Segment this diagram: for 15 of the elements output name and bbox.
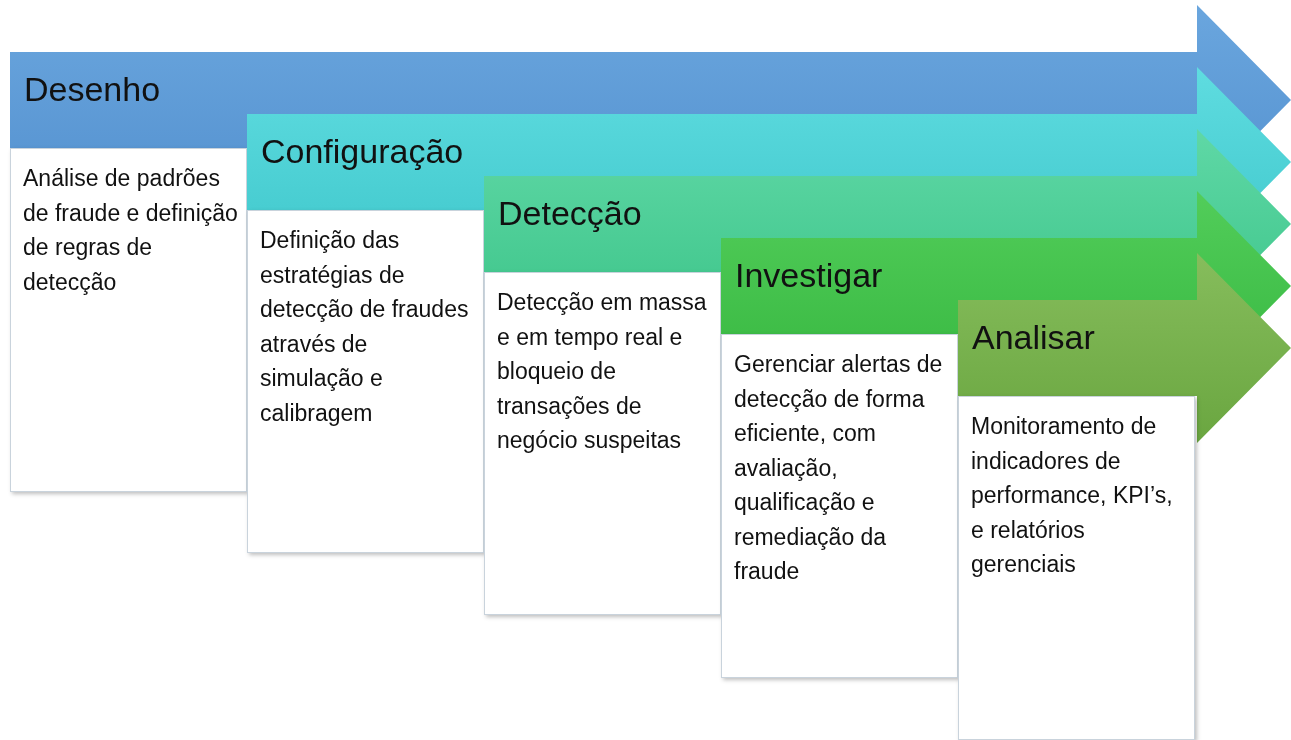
description-card <box>958 396 1195 740</box>
stage-title: Configuração <box>261 132 464 171</box>
stage-title: Analisar <box>972 318 1095 357</box>
stage-title: Investigar <box>735 256 883 295</box>
description-card <box>721 334 958 678</box>
description-card <box>247 210 484 553</box>
description-card <box>484 272 721 615</box>
stage-description: Gerenciar alertas de detecção de forma eficiente, com avaliação, qualificação e remediação da fraude <box>734 350 944 586</box>
description-card <box>10 148 247 492</box>
stage-description: Detecção em massa e em tempo real e bloqueio de transações de negócio suspeitas <box>497 288 708 455</box>
stage-description: Monitoramento de indicadores de performance, KPI’s, e relatórios gerenciais <box>971 412 1174 579</box>
stage-title: Detecção <box>498 194 642 233</box>
stage-title: Desenho <box>24 70 161 109</box>
stage-description: Análise de padrões de fraude e definição de regras de detecção <box>23 164 238 297</box>
stage-description: Definição das estratégias de detecção de fraudes através de simulação e calibragem <box>260 226 470 428</box>
